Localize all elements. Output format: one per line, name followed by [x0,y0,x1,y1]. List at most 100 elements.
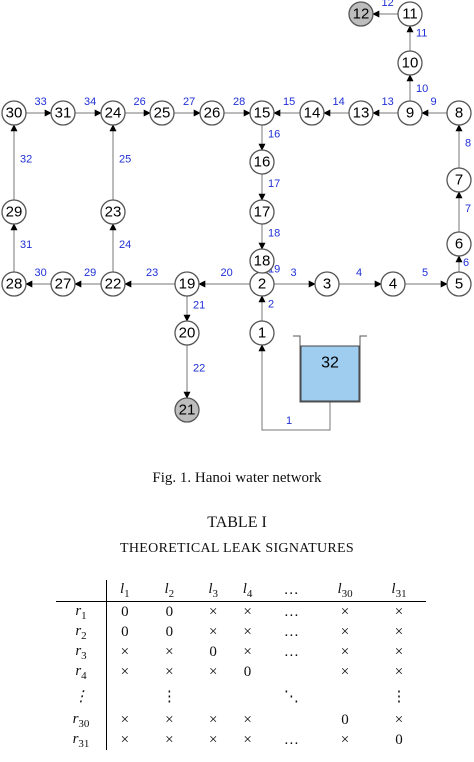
node-9: 9 [397,100,423,126]
pipe-12: 12 [372,0,398,18]
column-header: l2 [164,581,175,600]
table-cell: 0 [121,603,129,620]
node-circle [100,100,126,126]
pipe-label: 14 [333,96,345,108]
pipe-8: 8 [455,124,471,168]
pipe-29: 29 [74,267,101,288]
pipe-label: 5 [422,267,428,279]
pipe-11: 11 [406,25,427,51]
table-cell [196,682,230,710]
row-header: ⋮ [56,682,107,710]
table-cell: × [120,643,130,660]
pipe-label: 8 [465,138,471,150]
pipe-26: 26 [125,96,151,117]
node-circle [348,100,374,126]
node-label: 4 [389,276,397,293]
pipe-label: 30 [35,267,47,279]
table-cell: … [283,603,299,620]
node-27: 27 [50,271,76,297]
table-cell: 0 [165,623,174,640]
table-cell: × [208,623,218,640]
node-circle [446,271,472,297]
node-25: 25 [149,100,175,126]
node-label: 18 [254,253,271,270]
reservoir-label: 32 [321,355,339,372]
table-cell: ⋮ [161,688,177,705]
table-row: r31××××…×0 [56,730,426,750]
row-header: r31 [56,730,107,750]
pipe-label: 17 [268,178,280,190]
node-circle [446,167,472,193]
node-circle [174,271,200,297]
node-label: 14 [304,105,321,122]
figure-caption: Fig. 1. Hanoi water network [152,470,322,486]
pipe-30: 30 [25,267,51,288]
node-18: 18 [249,248,275,274]
pipe-21: 21 [183,296,205,322]
node-7: 7 [446,167,472,193]
node-circle [1,271,27,297]
pipe-label: 3 [291,267,297,279]
table-cell: × [120,663,130,680]
column-header: l30 [337,581,353,600]
table-title: TABLE I [207,514,267,531]
node-label: 16 [254,154,271,171]
table-cell: × [394,603,404,620]
pipe-28: 28 [224,96,251,117]
node-12: 12 [348,1,374,27]
table-cell: × [243,643,252,660]
row-header: r3 [56,642,107,662]
pipe-label: 31 [20,239,32,251]
node-14: 14 [299,100,325,126]
table-row: r4×××0×× [56,662,426,682]
node-circle [249,199,275,225]
node-circle [1,199,27,225]
node-13: 13 [348,100,374,126]
pipe-34: 34 [75,96,102,117]
node-label: 19 [179,276,196,293]
node-circle [249,100,275,126]
pipe-17: 17 [258,174,280,201]
pipe-31: 31 [10,223,32,272]
table-cell: × [394,623,404,640]
pipe-label: 13 [382,96,394,108]
node-circle [380,271,406,297]
table-cell: × [394,643,404,660]
node-label: 17 [254,204,271,221]
table-cell: × [340,603,350,620]
node-label: 31 [55,105,72,122]
pipe-label: 10 [416,83,428,95]
pipe-25: 25 [109,124,131,200]
column-header: … [284,582,299,598]
pipe-label: 11 [416,28,427,40]
pipe-label: 12 [382,0,394,9]
node-circle [50,100,76,126]
table-cell: × [208,711,218,728]
node-label: 26 [204,105,221,122]
pipe-1: 1 [258,344,331,431]
pipe-label: 24 [119,239,131,251]
node-label: 21 [179,402,196,419]
pipe-label: 22 [193,363,205,375]
pipe-label: 25 [119,154,131,166]
pipe-14: 14 [323,96,349,117]
table-row: r3××0×…×× [56,642,426,662]
node-label: 11 [402,6,418,23]
table-cell: × [340,623,350,640]
node-circle [249,149,275,175]
table-cell: 0 [165,603,174,620]
table-cell: × [120,731,130,748]
node-label: 24 [105,105,122,122]
node-3: 3 [314,271,340,297]
pipe-label: 23 [146,267,158,279]
table-row: ⋮⋮⋱⋮ [56,682,426,710]
pipe-label: 32 [20,154,32,166]
node-6: 6 [446,231,472,257]
node-label: 13 [353,105,370,122]
node-22: 22 [100,271,126,297]
table-cell: × [394,663,404,680]
